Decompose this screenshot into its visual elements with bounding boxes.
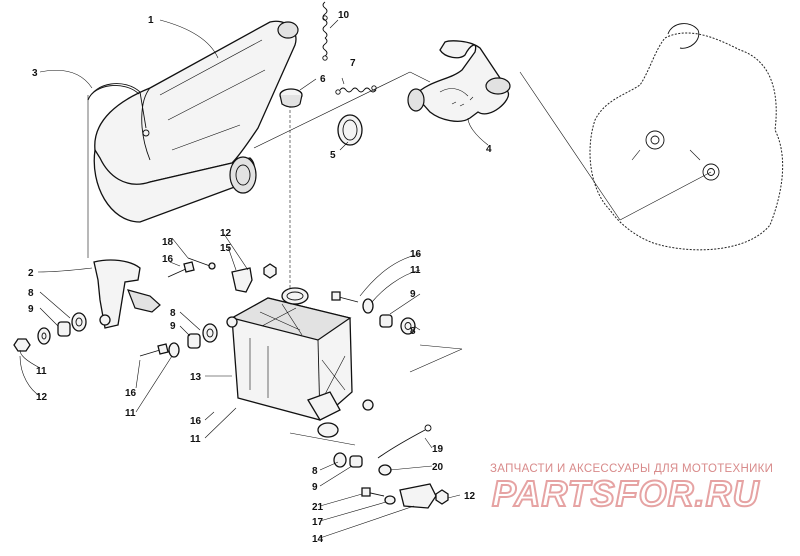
callout-8-bottom: 8 (312, 466, 318, 477)
callout-8-left: 8 (28, 288, 34, 299)
callout-leaders (19, 19, 489, 539)
watermark-brand: PARTSFOR.RU (492, 473, 760, 514)
mount-bracket-2 (93, 259, 161, 329)
callout-12-left: 12 (36, 392, 48, 403)
engine-outline (589, 23, 784, 251)
callout-labels: 1 10 3 7 6 5 4 12 18 15 16 2 8 9 8 9 11 … (28, 10, 492, 545)
hardware-middle (139, 257, 277, 358)
callout-11-left: 11 (36, 366, 47, 377)
expansion-chamber (93, 20, 299, 223)
callout-8-right: 8 (410, 326, 416, 337)
exhaust-manifold (407, 40, 511, 122)
seal-ring-5 (337, 114, 363, 146)
callout-11-right: 11 (410, 265, 421, 276)
callout-21: 21 (312, 502, 324, 513)
callout-6: 6 (320, 74, 326, 85)
hardware-left (13, 312, 111, 352)
callout-14: 14 (312, 534, 324, 545)
watermark: ЗАПЧАСТИ И АКСЕССУАРЫ ДЛЯ МОТОТЕХНИКИ PA… (490, 463, 773, 515)
grommet-6 (279, 88, 303, 108)
callout-13: 13 (190, 372, 202, 383)
hardware-right (331, 291, 416, 335)
callout-7: 7 (350, 58, 356, 69)
callout-4: 4 (486, 144, 492, 155)
callout-9-right: 9 (410, 289, 416, 300)
callout-16-right: 16 (410, 249, 422, 260)
callout-3: 3 (32, 68, 38, 79)
callout-10: 10 (338, 10, 350, 21)
watermark-tagline: ЗАПЧАСТИ И АКСЕССУАРЫ ДЛЯ МОТОТЕХНИКИ (490, 463, 773, 475)
callout-9-bottom: 9 (312, 482, 318, 493)
callout-8-middle: 8 (170, 308, 176, 319)
callout-11-lower: 11 (190, 434, 201, 445)
callout-19: 19 (432, 444, 444, 455)
assembly-leaders (87, 71, 712, 446)
callout-16-upper: 16 (162, 254, 174, 265)
callout-9-left: 9 (28, 304, 34, 315)
silencer-box-13 (226, 287, 374, 438)
callout-12-bottom: 12 (464, 491, 476, 502)
hardware-bottom (333, 452, 449, 509)
callout-11-middle: 11 (125, 408, 136, 419)
callout-20: 20 (432, 462, 444, 473)
spring-strap (87, 83, 150, 137)
callout-16-lower: 16 (190, 416, 202, 427)
spring-10 (322, 1, 328, 61)
callout-12-top: 12 (220, 228, 232, 239)
callout-9-middle: 9 (170, 321, 176, 332)
wire-clip-19 (377, 424, 432, 459)
spring-7 (335, 85, 377, 95)
callout-5: 5 (330, 150, 336, 161)
callout-18: 18 (162, 237, 174, 248)
callout-15: 15 (220, 243, 232, 254)
callout-2: 2 (28, 268, 34, 279)
callout-1: 1 (148, 15, 154, 26)
callout-17: 17 (312, 517, 324, 528)
callout-16-middle: 16 (125, 388, 137, 399)
